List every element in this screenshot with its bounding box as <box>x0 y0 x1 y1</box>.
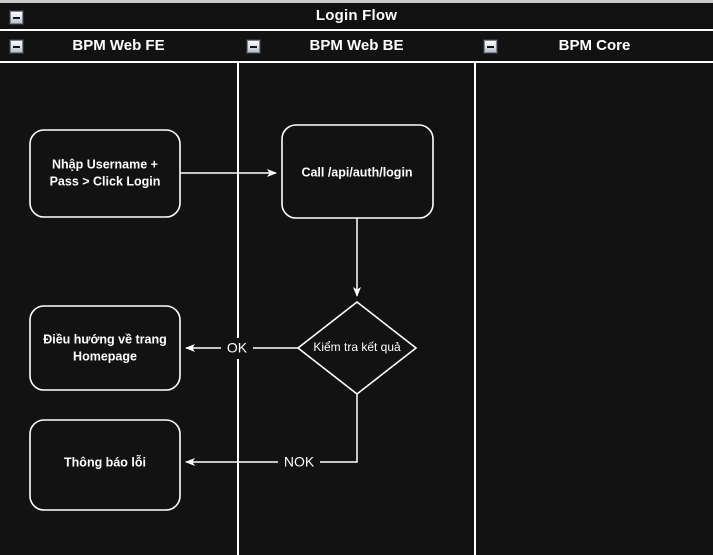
lane-header-label-core: BPM Core <box>558 37 631 54</box>
lane-header-label-fe: BPM Web FE <box>72 37 165 54</box>
lane-header-row: BPM Web FE BPM Web BE BPM Core <box>0 31 713 63</box>
minus-square-icon-lane-be[interactable] <box>246 39 261 54</box>
node-navigate-homepage[interactable]: Điều hướng về trang Homepage <box>29 305 181 391</box>
node-label-call-login-api: Call /api/auth/login <box>301 165 412 179</box>
node-show-error[interactable]: Thông báo lỗi <box>29 419 181 511</box>
node-label-navigate-homepage-line2: Homepage <box>73 349 137 363</box>
minus-square-icon-lane-core[interactable] <box>483 39 498 54</box>
node-input-credentials[interactable]: Nhập Username + Pass > Click Login <box>29 129 181 218</box>
lane-divider-fe-be <box>237 63 239 555</box>
node-label-navigate-homepage-line1: Điều hướng về trang <box>43 332 167 346</box>
minus-square-icon-pool[interactable] <box>9 10 24 25</box>
node-call-login-api[interactable]: Call /api/auth/login <box>281 124 434 219</box>
lane-header-be[interactable]: BPM Web BE <box>239 31 474 61</box>
edge-decision-ok: OK <box>185 338 301 359</box>
node-check-result[interactable]: Kiểm tra kết quả <box>296 300 418 396</box>
edge-decision-nok: NOK <box>185 394 358 473</box>
top-edge-strip <box>0 0 713 3</box>
lane-divider-be-core <box>474 63 476 555</box>
lane-header-label-be: BPM Web BE <box>309 37 404 54</box>
page-title: Login Flow <box>315 7 398 24</box>
lane-header-fe[interactable]: BPM Web FE <box>0 31 237 61</box>
edge-label-nok: NOK <box>284 454 315 470</box>
minus-square-icon-lane-fe[interactable] <box>9 39 24 54</box>
node-label-show-error: Thông báo lỗi <box>64 454 146 469</box>
edge-label-ok: OK <box>227 340 248 356</box>
node-label-input-credentials-line1: Nhập Username + <box>52 157 158 171</box>
lane-header-core[interactable]: BPM Core <box>476 31 713 61</box>
node-label-check-result: Kiểm tra kết quả <box>313 340 401 354</box>
node-label-input-credentials-line2: Pass > Click Login <box>50 174 161 188</box>
diagram-title-bar: Login Flow <box>0 3 713 31</box>
